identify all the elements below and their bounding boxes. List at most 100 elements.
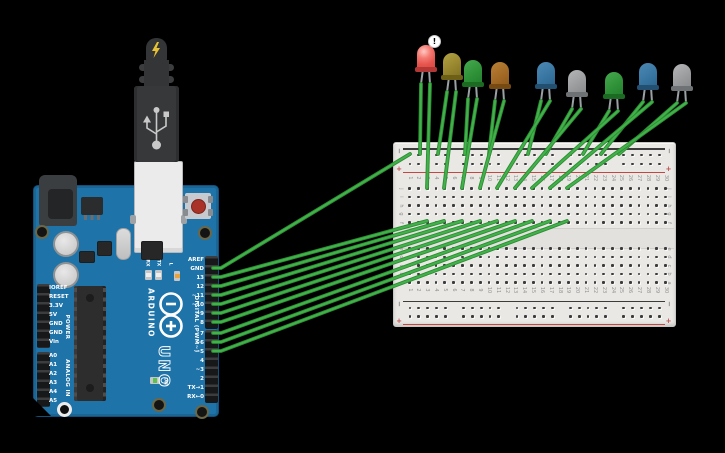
breadboard-hole[interactable]	[425, 204, 429, 207]
breadboard-hole[interactable]	[620, 247, 623, 250]
breadboard-hole[interactable]	[469, 187, 473, 190]
breadboard-hole[interactable]	[408, 204, 411, 207]
breadboard-hole[interactable]	[425, 195, 429, 199]
rail-hole[interactable]	[497, 162, 501, 166]
breadboard-hole[interactable]	[478, 255, 482, 259]
breadboard-hole[interactable]	[408, 187, 411, 190]
breadboard-hole[interactable]	[584, 281, 588, 284]
breadboard-hole[interactable]	[478, 212, 482, 216]
breadboard-hole[interactable]	[567, 255, 570, 259]
rail-hole[interactable]	[648, 162, 652, 166]
breadboard-hole[interactable]	[655, 212, 659, 216]
breadboard-hole[interactable]	[540, 212, 544, 216]
led-9-white-anode-wire[interactable]	[566, 102, 687, 189]
breadboard-hole[interactable]	[531, 281, 535, 284]
rail-hole[interactable]	[497, 315, 501, 318]
rail-hole[interactable]	[631, 153, 635, 157]
breadboard-hole[interactable]	[602, 264, 606, 267]
breadboard-hole[interactable]	[611, 255, 614, 259]
rail-hole[interactable]	[426, 315, 430, 318]
rail-hole[interactable]	[524, 315, 528, 318]
breadboard-hole[interactable]	[522, 281, 526, 284]
led-1-red-anode-wire[interactable]	[426, 83, 431, 189]
breadboard-hole[interactable]	[567, 247, 570, 250]
breadboard-hole[interactable]	[575, 272, 579, 276]
breadboard-hole[interactable]	[646, 221, 650, 224]
rail-hole[interactable]	[443, 315, 447, 318]
breadboard-hole[interactable]	[549, 272, 553, 276]
breadboard-hole[interactable]	[593, 264, 597, 267]
breadboard-hole[interactable]	[505, 272, 509, 276]
breadboard-hole[interactable]	[505, 247, 509, 250]
breadboard-hole[interactable]	[646, 272, 650, 276]
rail-hole[interactable]	[595, 315, 599, 318]
breadboard-hole[interactable]	[593, 204, 597, 207]
breadboard-hole[interactable]	[416, 212, 420, 216]
breadboard-hole[interactable]	[628, 212, 632, 216]
rail-hole[interactable]	[479, 306, 483, 310]
led-4-orange[interactable]	[489, 62, 511, 89]
breadboard-hole[interactable]	[549, 212, 553, 216]
breadboard-hole[interactable]	[496, 195, 500, 199]
rail-hole[interactable]	[595, 162, 599, 166]
breadboard-hole[interactable]	[646, 187, 650, 190]
rail-hole[interactable]	[577, 153, 581, 157]
breadboard-hole[interactable]	[434, 212, 438, 216]
led-3-green[interactable]	[462, 60, 484, 87]
rail-hole[interactable]	[479, 162, 483, 166]
breadboard-hole[interactable]	[611, 221, 614, 224]
breadboard-hole[interactable]	[443, 204, 447, 207]
rail-hole[interactable]	[648, 306, 652, 310]
breadboard-hole[interactable]	[637, 187, 641, 190]
breadboard-hole[interactable]	[531, 195, 535, 199]
rail-hole[interactable]	[657, 306, 661, 310]
rail-hole[interactable]	[426, 306, 430, 310]
breadboard-hole[interactable]	[602, 281, 606, 284]
wire-pin-13[interactable]	[212, 220, 428, 278]
breadboard-hole[interactable]	[628, 264, 632, 267]
breadboard-hole[interactable]	[540, 247, 544, 250]
breadboard-hole[interactable]	[602, 204, 606, 207]
breadboard-hole[interactable]	[655, 255, 659, 259]
breadboard-hole[interactable]	[505, 264, 509, 267]
reset-button-cap[interactable]	[191, 199, 206, 214]
breadboard-hole[interactable]	[646, 281, 650, 284]
breadboard-hole[interactable]	[593, 212, 597, 216]
breadboard-hole[interactable]	[514, 204, 517, 207]
rail-hole[interactable]	[550, 162, 554, 166]
breadboard-hole[interactable]	[637, 204, 641, 207]
breadboard-hole[interactable]	[593, 281, 597, 284]
breadboard-hole[interactable]	[505, 212, 509, 216]
breadboard-hole[interactable]	[646, 247, 650, 250]
breadboard-hole[interactable]	[452, 204, 456, 207]
breadboard-hole[interactable]	[620, 195, 623, 199]
rail-hole[interactable]	[586, 162, 590, 166]
rail-hole[interactable]	[568, 306, 572, 310]
breadboard-hole[interactable]	[478, 195, 482, 199]
breadboard-hole[interactable]	[593, 221, 597, 224]
rail-hole[interactable]	[488, 315, 492, 318]
breadboard-hole[interactable]	[434, 204, 438, 207]
rail-hole[interactable]	[631, 306, 635, 310]
breadboard-hole[interactable]	[567, 204, 570, 207]
breadboard-hole[interactable]	[575, 281, 579, 284]
wire-pin-9[interactable]	[212, 220, 498, 314]
breadboard-hole[interactable]	[655, 281, 659, 284]
breadboard-hole[interactable]	[531, 255, 535, 259]
rail-hole[interactable]	[497, 306, 501, 310]
breadboard-hole[interactable]	[461, 195, 464, 199]
breadboard-hole[interactable]	[584, 221, 588, 224]
rail-hole[interactable]	[595, 153, 599, 157]
rail-hole[interactable]	[408, 162, 412, 166]
led-2-yellow[interactable]	[441, 53, 463, 80]
breadboard-hole[interactable]	[469, 195, 473, 199]
breadboard-hole[interactable]	[540, 195, 544, 199]
breadboard-hole[interactable]	[416, 195, 420, 199]
led-5-blue-anode-wire[interactable]	[496, 100, 551, 189]
breadboard-hole[interactable]	[514, 247, 517, 250]
breadboard-hole[interactable]	[478, 281, 482, 284]
rail-hole[interactable]	[648, 153, 652, 157]
rail-hole[interactable]	[417, 306, 421, 310]
breadboard-hole[interactable]	[637, 247, 641, 250]
breadboard-hole[interactable]	[496, 272, 500, 276]
